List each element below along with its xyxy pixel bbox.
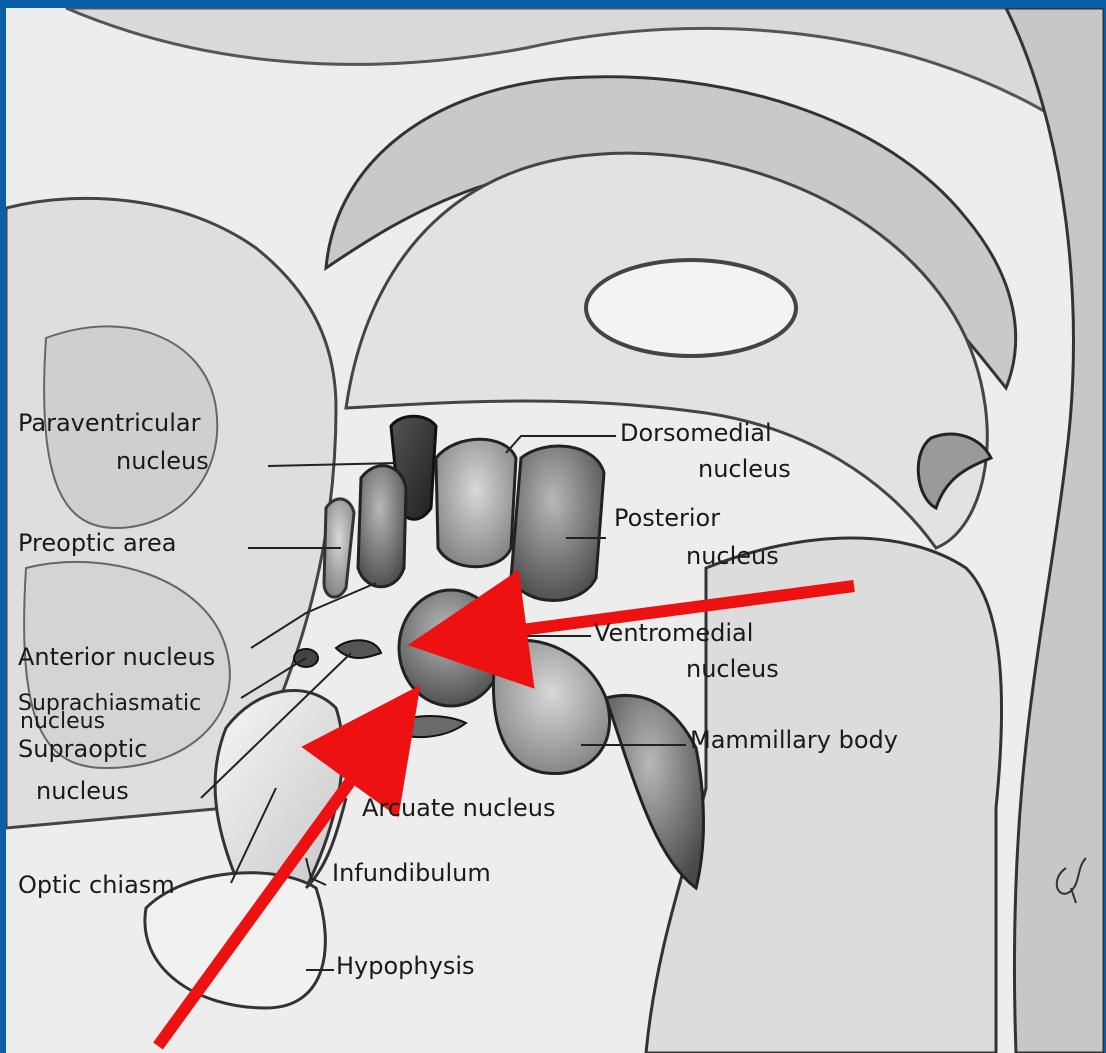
label-arcuate: Arcuate nucleus [362,795,555,821]
label-paraventricular-2: nucleus [116,448,209,474]
label-suprachiasmatic-2: nucleus [20,711,105,733]
label-dorsomedial: Dorsomedial [620,420,772,446]
label-mammillary: Mammillary body [690,727,898,753]
label-supraoptic: Supraoptic [18,736,147,762]
label-ventromedial-2: nucleus [686,656,779,682]
label-supraoptic-2: nucleus [36,778,129,804]
label-dorsomedial-2: nucleus [698,456,791,482]
label-posterior-2: nucleus [686,543,779,569]
hypothalamus-illustration: Paraventricular nucleus Preoptic area An… [6,8,1104,1053]
label-anterior: Anterior nucleus [18,644,215,670]
label-hypophysis: Hypophysis [336,953,475,979]
label-paraventricular: Paraventricular [18,410,200,436]
label-ventromedial: Ventromedial [594,620,753,646]
label-optic-chiasm: Optic chiasm [18,872,175,898]
label-preoptic: Preoptic area [18,530,177,556]
label-infundibulum: Infundibulum [332,860,491,886]
label-posterior: Posterior [614,505,720,531]
